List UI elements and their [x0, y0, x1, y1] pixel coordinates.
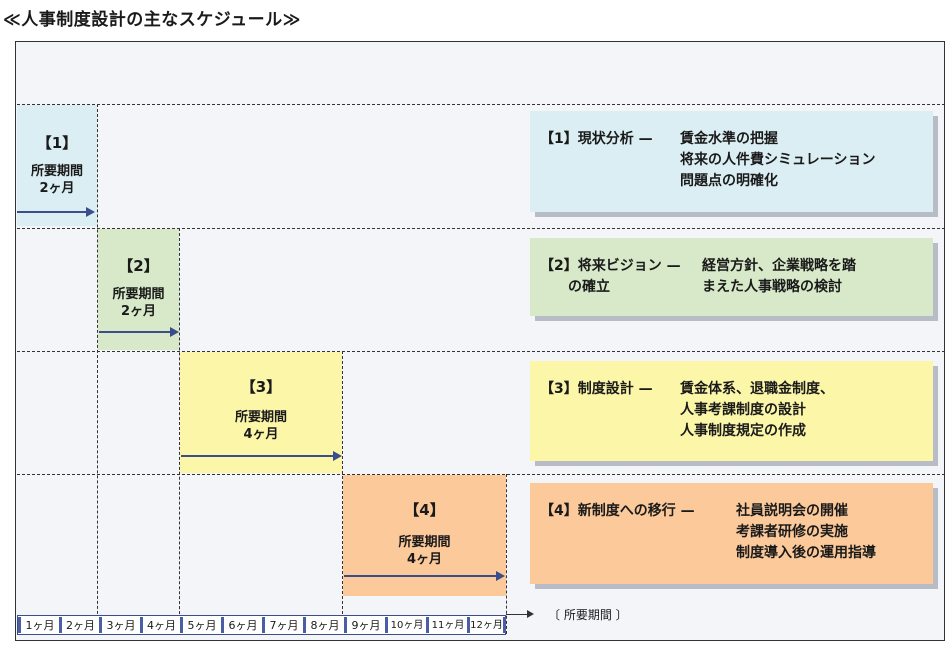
month-boundary [179, 228, 180, 634]
row-separator [17, 104, 945, 105]
row-separator [17, 228, 945, 229]
month-label: 8ヶ月 [310, 619, 340, 632]
description-items: 経営方針、企業戦略を踏 まえた人事戦略の検討 [702, 256, 856, 298]
phase-number: 【3】 [240, 378, 282, 396]
month-label: 7ヶ月 [269, 619, 299, 632]
axis-tick-bar [140, 617, 143, 633]
duration-arrow [181, 455, 334, 457]
duration-arrow-head [496, 571, 505, 581]
duration-arrow [17, 211, 87, 213]
description-item: 社員説明会の開催 [736, 503, 848, 519]
duration-arrow [99, 331, 171, 333]
axis-tick-bar [180, 617, 183, 633]
duration-arrow-head [333, 451, 342, 461]
axis-tick-bar [385, 617, 388, 633]
description-lead-line: の確立 [540, 279, 610, 295]
axis-tick-bar [344, 617, 347, 633]
month-boundary [97, 104, 98, 634]
month-label: 12ヶ月 [470, 620, 503, 631]
description-lead-line: 【4】新制度への移行 — [540, 503, 695, 519]
phase-box-3: 【3】 所要期間 4ヶ月 [180, 352, 342, 473]
phase-duration-value: 4ヶ月 [243, 427, 279, 442]
phase-duration-label: 所要期間 [30, 164, 83, 179]
phase-number: 【4】 [404, 501, 445, 519]
description-items: 賃金体系、退職金制度、 人事考課制度の設計 人事制度規定の作成 [680, 379, 834, 442]
description-lead-line: 【3】制度設計 — [540, 381, 653, 397]
month-label: 3ヶ月 [106, 619, 136, 632]
description-item: 賃金水準の把握 [680, 131, 778, 147]
month-boundary [506, 474, 507, 634]
description-item: 人事考課制度の設計 [680, 402, 806, 418]
description-lead: 【2】将来ビジョン — の確立 [540, 256, 681, 298]
phase-duration-value: 2ヶ月 [39, 181, 75, 196]
phase-description-4: 【4】新制度への移行 — 社員説明会の開催 考課者研修の実施 制度導入後の運用指… [530, 483, 933, 584]
row-separator [17, 351, 945, 352]
month-label: 2ヶ月 [66, 619, 95, 632]
month-boundary [342, 351, 343, 634]
description-item: 賃金体系、退職金制度、 [680, 381, 834, 397]
phase-duration-value: 2ヶ月 [120, 304, 157, 319]
month-label: 10ヶ月 [390, 620, 424, 631]
axis-tick-bar [221, 617, 224, 633]
axis-label: 〔 所要期間 〕 [548, 608, 628, 622]
axis-tick-bar [18, 617, 21, 633]
duration-arrow-head [86, 207, 95, 217]
description-lead-line: 【1】現状分析 — [540, 131, 653, 147]
phase-box-4: 【4】 所要期間 4ヶ月 [343, 475, 506, 596]
axis-tick-bar [503, 617, 506, 633]
diagram-title: ≪人事制度設計の主なスケジュール≫ [3, 10, 301, 30]
description-item: 問題点の明確化 [680, 173, 778, 189]
axis-tick-bar [99, 617, 102, 633]
month-label: 9ヶ月 [351, 619, 381, 632]
axis-tick-bar [467, 617, 470, 633]
phase-description-1: 【1】現状分析 — 賃金水準の把握 将来の人件費シミュレーション 問題点の明確化 [530, 111, 933, 212]
description-items: 賃金水準の把握 将来の人件費シミュレーション 問題点の明確化 [680, 129, 875, 192]
description-items: 社員説明会の開催 考課者研修の実施 制度導入後の運用指導 [736, 501, 876, 564]
description-item: 経営方針、企業戦略を踏 [702, 258, 856, 274]
description-item: 考課者研修の実施 [736, 524, 848, 540]
description-item: まえた人事戦略の検討 [702, 279, 842, 295]
description-item: 将来の人件費シミュレーション [680, 152, 876, 168]
description-item: 人事制度規定の作成 [680, 423, 806, 439]
description-lead-line: 【2】将来ビジョン — [540, 258, 681, 274]
axis-arrow-head [527, 610, 534, 618]
phase-duration-label: 所要期間 [112, 287, 165, 302]
month-label: 5ヶ月 [187, 619, 217, 632]
description-item: 制度導入後の運用指導 [736, 545, 876, 561]
phase-number: 【1】 [36, 134, 78, 152]
phase-duration-label: 所要期間 [398, 535, 451, 550]
duration-arrow-head [170, 327, 179, 337]
description-lead: 【3】制度設計 — [540, 379, 653, 400]
month-label: 6ヶ月 [228, 619, 258, 632]
row-separator [17, 474, 945, 475]
phase-description-3: 【3】制度設計 — 賃金体系、退職金制度、 人事考課制度の設計 人事制度規定の作… [530, 361, 933, 461]
phase-duration-label: 所要期間 [234, 410, 287, 425]
axis-tick-bar [426, 617, 429, 633]
month-label: 1ヶ月 [25, 619, 55, 632]
axis-arrow [506, 614, 528, 615]
duration-arrow [344, 575, 497, 577]
phase-description-2: 【2】将来ビジョン — の確立 経営方針、企業戦略を踏 まえた人事戦略の検討 [530, 238, 933, 316]
phase-number: 【2】 [118, 257, 159, 275]
month-label: 11ヶ月 [431, 620, 465, 631]
description-lead: 【1】現状分析 — [540, 129, 653, 150]
axis-tick-bar [262, 617, 265, 633]
phase-duration-value: 4ヶ月 [406, 552, 443, 567]
axis-tick-bar [303, 617, 306, 633]
month-label: 4ヶ月 [147, 619, 176, 632]
description-lead: 【4】新制度への移行 — [540, 501, 695, 522]
phase-box-1: 【1】 所要期間 2ヶ月 [17, 105, 97, 226]
phase-box-2: 【2】 所要期間 2ヶ月 [98, 229, 179, 350]
axis-tick-bar [59, 617, 62, 633]
